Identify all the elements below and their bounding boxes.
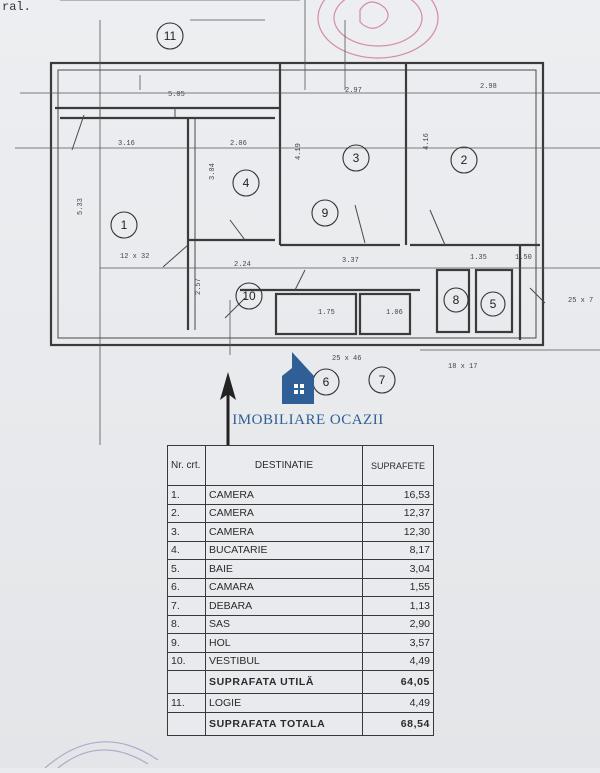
north-arrow-icon bbox=[220, 372, 236, 445]
header-suprafete: SUPRAFETE bbox=[362, 445, 434, 486]
row-dest: BUCATARIE bbox=[205, 540, 363, 560]
row-dest: SAS bbox=[205, 614, 363, 634]
house-logo-icon bbox=[278, 350, 318, 411]
room-number-2: 2 bbox=[461, 153, 468, 167]
row-nr: 11. bbox=[167, 693, 206, 713]
doors bbox=[71, 114, 546, 319]
dim-label: 12 x 32 bbox=[120, 253, 149, 261]
row-surf: 12,30 bbox=[362, 522, 434, 542]
row-nr: 4. bbox=[167, 540, 206, 560]
row-nr: 1. bbox=[167, 485, 206, 505]
room-number-10: 10 bbox=[242, 289, 256, 303]
row-surf: 8,17 bbox=[362, 540, 434, 560]
row-surf: 3,04 bbox=[362, 559, 434, 579]
row-surf: 12,37 bbox=[362, 503, 434, 523]
dim-label: 2.97 bbox=[345, 87, 362, 95]
row-surf: 2,90 bbox=[362, 614, 434, 634]
row-dest: LOGIE bbox=[205, 693, 363, 713]
totala-label: SUPRAFATA TOTALA bbox=[205, 711, 363, 736]
dim-label: 25 x 7 bbox=[568, 297, 593, 305]
dim-label: 5.05 bbox=[168, 91, 185, 99]
dim-label: 1.50 bbox=[515, 254, 532, 262]
dim-label: 4.16 bbox=[423, 133, 431, 150]
room-number-11: 11 bbox=[164, 29, 177, 43]
dimension-labels: 5.05 3.16 2.06 2.97 2.98 5.33 4.16 4.19 … bbox=[77, 83, 593, 371]
dim-label: 3.04 bbox=[209, 163, 217, 180]
row-dest: BAIE bbox=[205, 559, 363, 579]
dim-label: 1.75 bbox=[318, 309, 335, 317]
watermark-brand: IMOBILIARE OCAZII bbox=[232, 412, 384, 428]
dim-label: 25 x 46 bbox=[332, 355, 361, 363]
dimension-lines bbox=[15, 0, 600, 445]
room-number-5: 5 bbox=[490, 297, 497, 311]
row-dest: CAMERA bbox=[205, 503, 363, 523]
row-surf: 4,49 bbox=[362, 693, 434, 713]
room-markers: 11 1 2 3 4 5 6 7 8 9 10 bbox=[110, 22, 506, 396]
dim-label: 5.33 bbox=[77, 198, 85, 215]
row-nr: 2. bbox=[167, 503, 206, 523]
dim-label: 18 x 17 bbox=[448, 363, 477, 371]
table-header-row: Nr. crt. DESTINATIE SUPRAFETE bbox=[167, 445, 434, 486]
header-destinatie: DESTINATIE bbox=[205, 445, 363, 486]
row-nr: 10. bbox=[167, 651, 206, 671]
row-nr: 5. bbox=[167, 559, 206, 579]
row-dest: CAMERA bbox=[205, 485, 363, 505]
header-nr: Nr. crt. bbox=[167, 445, 206, 486]
dim-label: 2.98 bbox=[480, 83, 497, 91]
floor-plan: 5.05 3.16 2.06 2.97 2.98 5.33 4.16 4.19 … bbox=[15, 0, 600, 445]
row-nr: 3. bbox=[167, 522, 206, 542]
dim-label: 1.06 bbox=[386, 309, 403, 317]
row-nr: 8. bbox=[167, 614, 206, 634]
row-surf: 16,53 bbox=[362, 485, 434, 505]
room-number-3: 3 bbox=[353, 151, 360, 165]
utila-label: SUPRAFATA UTILĂ bbox=[205, 670, 363, 694]
room-number-8: 8 bbox=[453, 293, 460, 307]
dim-label: 4.19 bbox=[295, 143, 303, 160]
room-number-7: 7 bbox=[379, 373, 386, 387]
walls bbox=[49, 61, 545, 347]
row-dest: HOL bbox=[205, 633, 363, 653]
dim-label: 2.06 bbox=[230, 140, 247, 148]
dim-label: 1.35 bbox=[470, 254, 487, 262]
row-dest: CAMARA bbox=[205, 577, 363, 597]
row-dest: DEBARA bbox=[205, 596, 363, 616]
dim-label: 3.37 bbox=[342, 257, 359, 265]
utila-value: 64,05 bbox=[362, 670, 434, 694]
header-fragment: ral. bbox=[2, 0, 31, 14]
row-dest: CAMERA bbox=[205, 522, 363, 542]
row-nr: 6. bbox=[167, 577, 206, 597]
dim-label: 2.57 bbox=[195, 278, 203, 295]
room-number-6: 6 bbox=[323, 375, 330, 389]
dim-label: 3.16 bbox=[118, 140, 135, 148]
dim-label: 2.24 bbox=[234, 261, 251, 269]
room-number-1: 1 bbox=[121, 218, 128, 232]
row-dest: VESTIBUL bbox=[205, 651, 363, 671]
room-number-9: 9 bbox=[322, 206, 329, 220]
row-surf: 4,49 bbox=[362, 651, 434, 671]
row-surf: 1,55 bbox=[362, 577, 434, 597]
stamp-bottom bbox=[40, 730, 160, 773]
row-surf: 3,57 bbox=[362, 633, 434, 653]
row-nr: 7. bbox=[167, 596, 206, 616]
row-surf: 1,13 bbox=[362, 596, 434, 616]
totala-value: 68,54 bbox=[362, 711, 434, 736]
stamp-top bbox=[317, 0, 439, 59]
row-nr: 9. bbox=[167, 633, 206, 653]
room-number-4: 4 bbox=[243, 176, 250, 190]
